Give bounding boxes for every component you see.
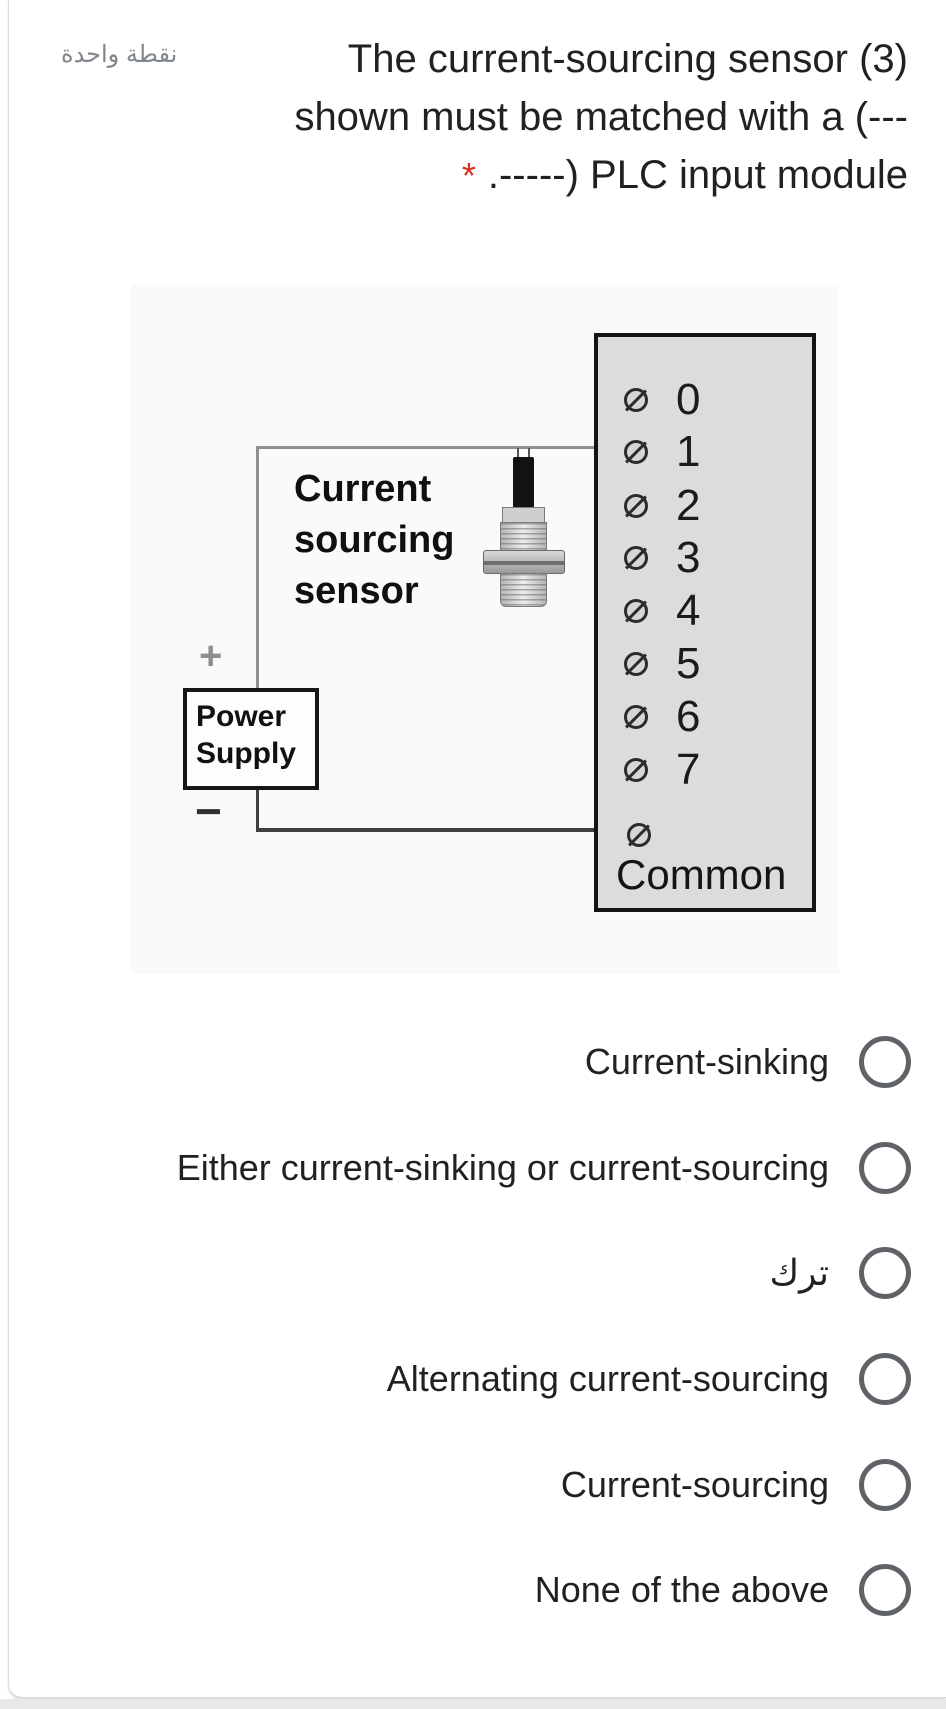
terminal-number: 2 bbox=[676, 481, 701, 530]
plc-terminal-row: 7 bbox=[598, 745, 701, 794]
screw-terminal-icon bbox=[624, 599, 648, 623]
question-line-3-text: .-----) PLC input module bbox=[487, 153, 908, 197]
option-label[interactable]: None of the above bbox=[534, 1569, 829, 1610]
screw-terminal-icon bbox=[624, 494, 648, 518]
wire-minus-to-common bbox=[256, 828, 636, 832]
plc-terminal-row: 5 bbox=[598, 639, 701, 688]
radio-button-icon[interactable] bbox=[859, 1036, 911, 1088]
wire-sensor-to-terminal1 bbox=[256, 446, 638, 449]
plc-terminal-row: 0 bbox=[598, 375, 701, 424]
sensor-label-line2: sourcing bbox=[294, 519, 455, 561]
option-label[interactable]: Current-sinking bbox=[584, 1041, 829, 1082]
terminal-number: 1 bbox=[676, 427, 701, 476]
screw-terminal-icon bbox=[624, 705, 648, 729]
power-supply-box: Power Supply bbox=[183, 688, 319, 790]
terminal-number: 0 bbox=[676, 375, 701, 424]
wire-plus-vertical bbox=[256, 446, 259, 689]
terminal-number: 4 bbox=[676, 586, 701, 635]
question-line-2: shown must be matched with a (--- bbox=[294, 95, 908, 139]
option-label[interactable]: Alternating current-sourcing bbox=[386, 1358, 829, 1399]
terminal-number: 5 bbox=[676, 639, 701, 688]
plc-terminal-row: 2 bbox=[598, 481, 701, 530]
plc-input-module-box: 0 1 2 3 4 5 6 7 Common bbox=[594, 333, 816, 912]
points-label: نقطة واحدة bbox=[61, 41, 178, 68]
terminal-number: 3 bbox=[676, 533, 701, 582]
power-supply-label-line1: Power bbox=[196, 700, 287, 733]
sensor-label-line3: sensor bbox=[294, 570, 419, 612]
question-line-1: The current-sourcing sensor (3) bbox=[347, 37, 908, 81]
radio-button-icon[interactable] bbox=[859, 1247, 911, 1299]
screw-terminal-icon bbox=[624, 758, 648, 782]
required-asterisk: * bbox=[461, 155, 476, 196]
screw-terminal-icon bbox=[624, 440, 648, 464]
option-row-either[interactable]: Either current-sinking or current-sourci… bbox=[9, 1138, 946, 1198]
common-terminal-label: Common bbox=[616, 851, 787, 898]
sensor-lead-wire bbox=[528, 448, 530, 459]
plc-terminal-row: 6 bbox=[598, 692, 701, 741]
common-screw-terminal-icon bbox=[627, 823, 651, 847]
sensor-label: Current sourcing sensor bbox=[294, 464, 454, 617]
option-row-current-sinking[interactable]: Current-sinking bbox=[9, 1032, 946, 1092]
option-label[interactable]: ترك bbox=[769, 1252, 829, 1293]
question-text: The current-sourcing sensor (3) shown mu… bbox=[9, 30, 946, 205]
sensor-cable bbox=[513, 457, 534, 508]
screw-terminal-icon bbox=[624, 652, 648, 676]
wire-minus-vertical bbox=[256, 788, 259, 831]
sensor-mounting-nut bbox=[483, 550, 565, 574]
option-row-alternating[interactable]: Alternating current-sourcing bbox=[9, 1349, 946, 1409]
page-background-strip bbox=[0, 1699, 946, 1709]
minus-terminal-label: − bbox=[195, 785, 222, 837]
plus-terminal-label: + bbox=[199, 634, 223, 678]
sensor-cap bbox=[502, 507, 545, 523]
sensor-label-line1: Current bbox=[294, 468, 432, 510]
wiring-diagram-image: + Power Supply − Current sourcing sensor… bbox=[131, 284, 839, 974]
option-label[interactable]: Either current-sinking or current-sourci… bbox=[176, 1147, 829, 1188]
plc-terminal-row: 3 bbox=[598, 533, 701, 582]
screw-terminal-icon bbox=[624, 546, 648, 570]
radio-button-icon[interactable] bbox=[859, 1353, 911, 1405]
sensor-threaded-body-upper bbox=[500, 522, 547, 552]
terminal-number: 6 bbox=[676, 692, 701, 741]
question-line-3: * .-----) PLC input module bbox=[9, 146, 908, 205]
radio-button-icon[interactable] bbox=[859, 1459, 911, 1511]
question-card: نقطة واحدة The current-sourcing sensor (… bbox=[8, 0, 946, 1698]
plc-terminal-row: 4 bbox=[598, 586, 701, 635]
sensor-lead-wire bbox=[517, 448, 519, 459]
power-supply-label-line2: Supply bbox=[196, 737, 297, 770]
terminal-number: 7 bbox=[676, 745, 701, 794]
radio-button-icon[interactable] bbox=[859, 1142, 911, 1194]
option-label[interactable]: Current-sourcing bbox=[560, 1464, 829, 1505]
screw-terminal-icon bbox=[624, 388, 648, 412]
sensor-threaded-body-lower bbox=[500, 573, 547, 607]
radio-button-icon[interactable] bbox=[859, 1564, 911, 1616]
option-row-tark[interactable]: ترك bbox=[9, 1243, 946, 1303]
plc-terminal-row: 1 bbox=[598, 427, 701, 476]
option-row-none-of-the-above[interactable]: None of the above bbox=[9, 1560, 946, 1620]
option-row-current-sourcing[interactable]: Current-sourcing bbox=[9, 1455, 946, 1515]
